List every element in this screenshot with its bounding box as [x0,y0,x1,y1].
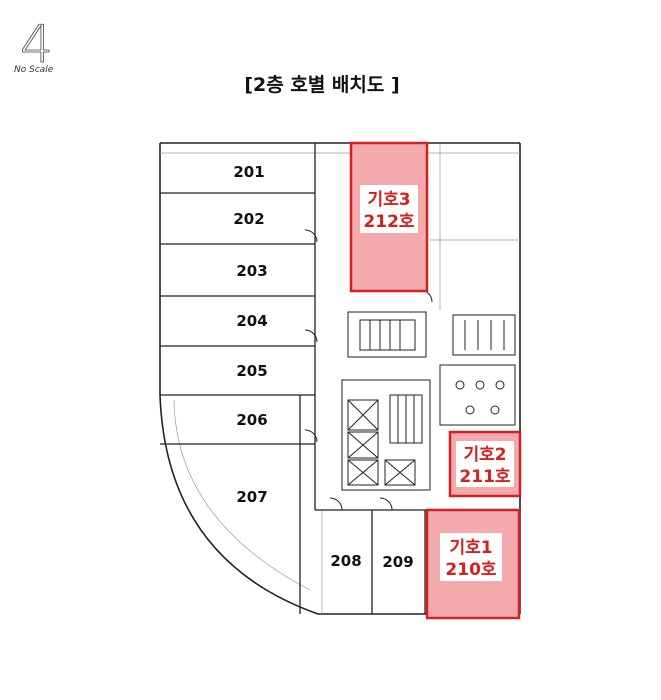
highlighted-unit-211: 기호2 211호 [448,430,522,498]
room-209-label: 209 [382,553,413,571]
north-marker-glyph: 4 [20,15,53,75]
scale-note: No Scale [14,65,54,75]
highlighted-unit-210: 기호1 210호 [425,508,521,620]
room-204-label: 204 [236,312,267,330]
room-206-label: 206 [236,411,267,429]
room-205-label: 205 [236,362,267,380]
unit-210-label-line1: 기호1 [449,538,492,558]
room-walls [160,143,520,614]
room-207-label: 207 [236,488,267,506]
room-labels: 201 202 203 204 205 206 207 208 209 [233,163,413,571]
unit-212-label-line2: 212호 [363,212,414,232]
building-core [304,229,516,511]
room-202-label: 202 [233,210,264,228]
north-marker: 4 No Scale [14,15,54,76]
page-title: [2층 호별 배치도 ] [244,74,399,96]
highlighted-unit-212: 기호3 212호 [349,141,429,293]
room-203-label: 203 [236,262,267,280]
unit-211-label-line1: 기호2 [463,445,506,465]
unit-210-label-line2: 210호 [445,560,496,580]
unit-211-label-line2: 211호 [459,467,510,487]
room-201-label: 201 [233,163,264,181]
room-208-label: 208 [330,552,361,570]
unit-212-label-line1: 기호3 [367,190,410,210]
